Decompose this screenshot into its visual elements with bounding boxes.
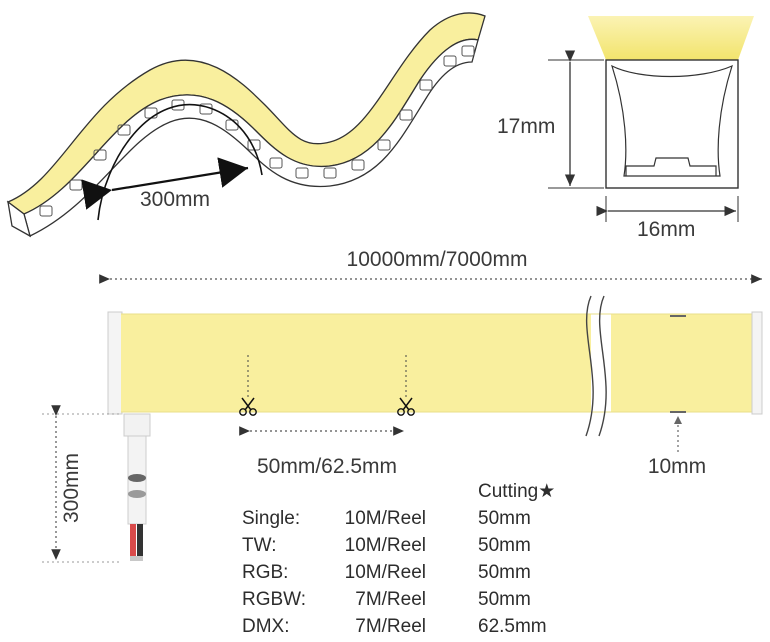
straight-strip-illustration [107,295,763,452]
row-cut: 50mm [478,535,531,556]
cutting-header: Cutting★ [478,481,555,502]
row-cut: 62.5mm [478,616,547,637]
cut-interval-label: 50mm/62.5mm [257,455,397,478]
wire-length-label: 300mm [60,453,83,523]
row-reel: 10M/Reel [345,508,426,529]
cut-markers [239,355,415,436]
scissors-icon [239,397,257,416]
total-length-label: 10000mm/7000mm [347,248,528,271]
cable-illustration [123,413,151,561]
width-label: 16mm [637,218,695,241]
end-thickness-label: 10mm [648,455,706,478]
row-reel: 10M/Reel [345,562,426,583]
bent-strip-illustration [6,12,486,238]
row-reel: 7M/Reel [355,589,426,610]
height-label: 17mm [497,115,555,138]
row-reel: 10M/Reel [345,535,426,556]
cross-section-illustration [548,16,754,222]
row-name: DMX: [242,616,290,637]
row-name: Single: [242,508,300,529]
bend-radius-label: 300mm [140,188,210,211]
row-cut: 50mm [478,589,531,610]
row-cut: 50mm [478,508,531,529]
row-cut: 50mm [478,562,531,583]
scissors-icon [397,397,415,416]
row-reel: 7M/Reel [355,616,426,637]
row-name: RGB: [242,562,288,583]
row-name: TW: [242,535,276,556]
row-name: RGBW: [242,589,306,610]
